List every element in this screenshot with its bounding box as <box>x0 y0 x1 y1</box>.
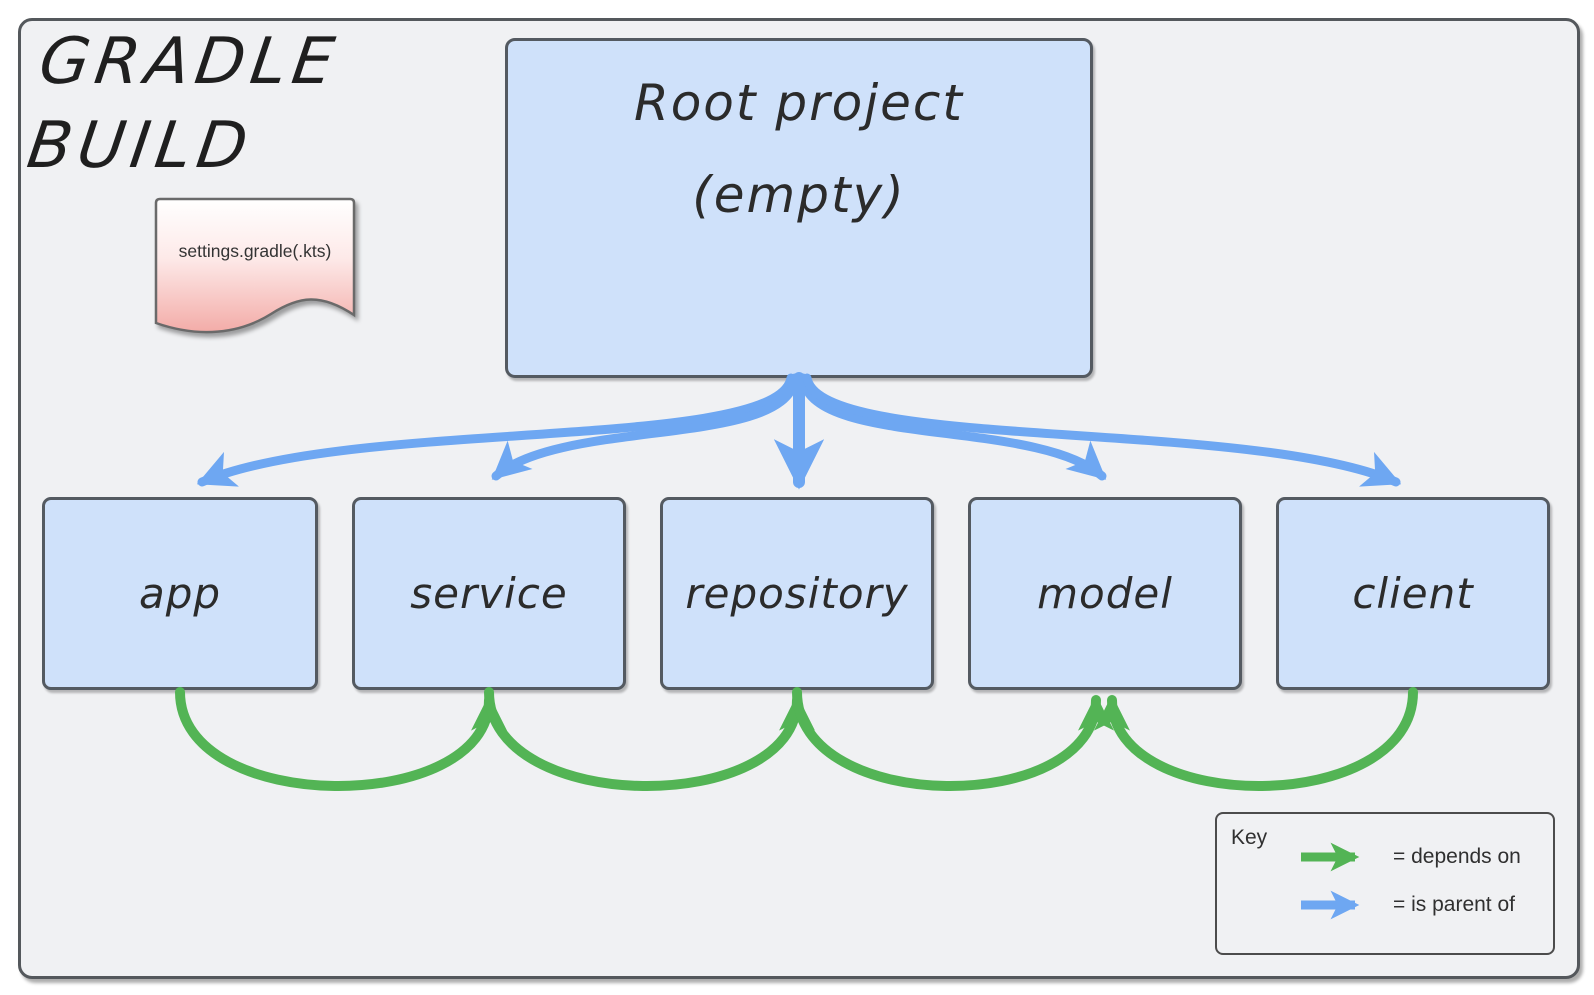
key-title: Key <box>1231 826 1268 849</box>
module-box-client[interactable]: client <box>1276 497 1550 690</box>
root-project-box[interactable]: Root project (empty) <box>505 38 1093 378</box>
settings-gradle-note: settings.gradle(.kts) <box>153 197 357 349</box>
module-label-service: service <box>410 569 568 618</box>
key-row-depends: = depends on <box>1297 842 1521 872</box>
depends-arrow-icon <box>1301 842 1360 872</box>
parent-arrow-icon <box>1301 890 1360 920</box>
module-box-model[interactable]: model <box>968 497 1242 690</box>
diagram-title-line1: GRADLE <box>34 25 345 99</box>
module-box-service[interactable]: service <box>352 497 626 690</box>
module-box-repository[interactable]: repository <box>660 497 934 690</box>
module-label-app: app <box>138 569 222 618</box>
key-label-parent: = is parent of <box>1393 893 1515 916</box>
module-label-client: client <box>1352 569 1474 618</box>
root-project-label-line1: Root project <box>633 74 965 132</box>
module-box-app[interactable]: app <box>42 497 318 690</box>
module-label-repository: repository <box>685 569 909 618</box>
key-legend: Key = depends on = is <box>1215 812 1555 955</box>
diagram-title: GRADLE BUILD <box>22 20 345 188</box>
root-project-label-line2: (empty) <box>692 166 906 224</box>
key-row-parent: = is parent of <box>1297 890 1515 920</box>
diagram-title-line2: BUILD <box>22 109 258 183</box>
key-label-depends: = depends on <box>1393 845 1521 868</box>
note-shape-icon <box>154 197 356 334</box>
note-label: settings.gradle(.kts) <box>178 241 332 261</box>
module-label-model: model <box>1037 569 1173 618</box>
